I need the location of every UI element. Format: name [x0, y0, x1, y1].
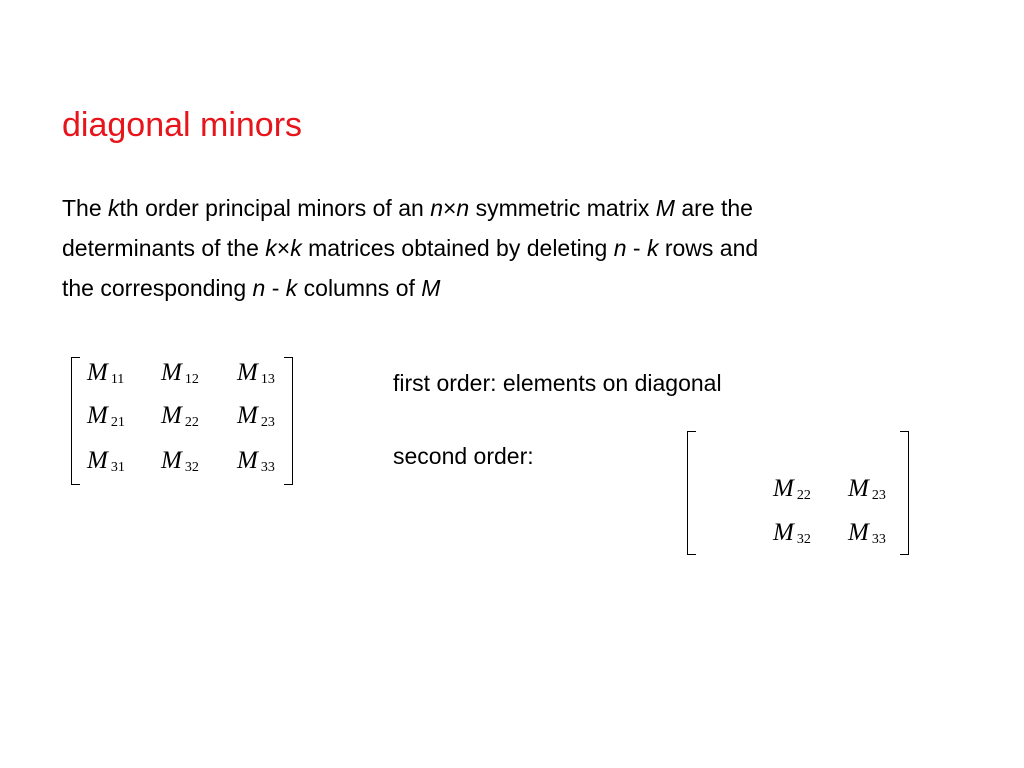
paragraph-line-2: determinants of the k×k matrices obtaine… — [62, 228, 962, 268]
paragraph-line-3: the corresponding n - k columns of M — [62, 268, 962, 308]
text-run: columns of — [297, 275, 422, 301]
paragraph-line-1: The kth order principal minors of an n×n… — [62, 188, 962, 228]
left-bracket — [687, 431, 696, 555]
var-k: k — [108, 195, 120, 221]
first-order-text: first order: elements on diagonal — [393, 370, 722, 396]
var-k: k — [646, 235, 659, 261]
times-symbol: × — [276, 235, 291, 261]
text-run: matrices obtained by deleting — [301, 235, 614, 261]
left-bracket — [71, 357, 80, 485]
right-bracket — [284, 357, 293, 485]
var-M: M — [655, 195, 675, 221]
text-run: are the — [674, 195, 753, 221]
slide-title: diagonal minors — [62, 106, 303, 144]
text-run: The — [62, 195, 109, 221]
right-bracket — [900, 431, 909, 555]
times-symbol: × — [442, 195, 457, 221]
var-n: n — [252, 275, 266, 301]
minus-symbol: - — [265, 275, 286, 301]
var-M: M — [421, 275, 441, 301]
second-order-text: second order: — [393, 443, 534, 469]
var-n: n — [430, 195, 443, 221]
var-k: k — [290, 235, 302, 261]
var-k: k — [285, 275, 298, 301]
definition-paragraph: The kth order principal minors of an n×n… — [62, 188, 962, 308]
text-run: th order principal minors of an — [119, 195, 431, 221]
text-run: rows and — [658, 235, 759, 261]
text-run: symmetric matrix — [469, 195, 656, 221]
var-n: n — [456, 195, 470, 221]
var-k: k — [265, 235, 277, 261]
minus-symbol: - — [626, 235, 647, 261]
var-n: n — [613, 235, 627, 261]
text-run: determinants of the — [62, 235, 266, 261]
text-run: the corresponding — [62, 275, 253, 301]
